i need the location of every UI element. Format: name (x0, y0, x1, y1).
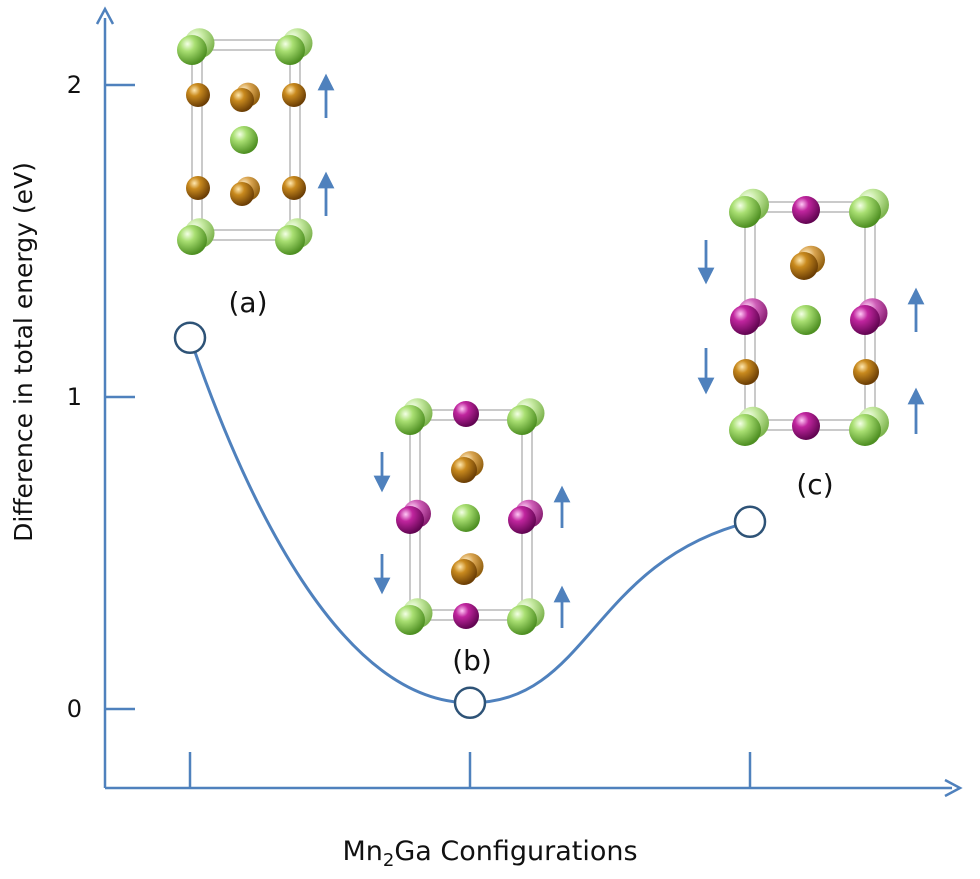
ga-atom-c-center (791, 305, 821, 335)
cell-frame-back (201, 39, 301, 231)
label-c: (c) (796, 468, 833, 501)
data-point-0 (173, 321, 207, 354)
ga-atom-c-corner-2 (729, 414, 761, 446)
mn-atom-a-1 (282, 83, 306, 107)
mn-atom-c-left (733, 359, 759, 385)
mn2-atom-b-right (508, 506, 536, 534)
mn2-atom-c-bottom (792, 412, 820, 440)
ga-atom-c-corner-0 (729, 196, 761, 228)
mn2-atom-c-right (850, 305, 880, 335)
y-tick-label-0: 0 (67, 695, 82, 723)
x-axis-label: Mn2Ga Configurations (342, 836, 637, 871)
mn-atom-b-lower (451, 559, 477, 585)
crystal-structures (177, 28, 925, 635)
ga-atom-a-corner-3 (275, 225, 305, 255)
x-axis-arrow (944, 778, 963, 798)
structure-a (177, 28, 335, 255)
label-b: (b) (452, 644, 492, 677)
ga-atom-a-corner-0 (177, 35, 207, 65)
mn-atom-a-mid-top (230, 88, 254, 112)
structure-b (373, 398, 571, 635)
data-point-2 (733, 505, 767, 539)
data-point-1 (453, 686, 487, 720)
data-points (173, 321, 767, 720)
mn2-atom-b-top (453, 401, 479, 427)
ga-atom-b-center (452, 504, 480, 532)
ga-atom-b-corner-3 (507, 605, 537, 635)
mn-atom-a-2 (186, 176, 210, 200)
axes (95, 6, 963, 798)
ga-atom-a-corner-2 (177, 225, 207, 255)
ga-atom-b-corner-2 (395, 605, 425, 635)
x-ticks (188, 752, 752, 788)
ga-atom-b-corner-0 (395, 405, 425, 435)
mn-atom-c-upper (790, 252, 818, 280)
ga-atom-a-center (230, 126, 258, 154)
y-axis-label: Difference in total energy (eV) (9, 162, 38, 542)
ga-atom-b-corner-1 (507, 405, 537, 435)
label-a: (a) (228, 286, 267, 319)
ga-atom-c-corner-1 (849, 196, 881, 228)
y-ticks: 0 1 2 (67, 71, 135, 723)
mn-atom-a-3 (282, 176, 306, 200)
ga-atom-a-corner-1 (275, 35, 305, 65)
y-tick-label-1: 1 (67, 383, 82, 411)
mn2-atom-c-left (730, 305, 760, 335)
mn-atom-b-upper (451, 457, 477, 483)
mn-atom-c-right (853, 359, 879, 385)
y-axis-arrow (95, 6, 115, 25)
mn-atom-a-0 (186, 83, 210, 107)
y-tick-label-2: 2 (67, 71, 82, 99)
mn2-atom-b-left (396, 506, 424, 534)
ga-atom-c-corner-3 (849, 414, 881, 446)
structure-c (697, 188, 925, 446)
mn-atom-a-mid-bottom (230, 182, 254, 206)
cell-frame-front (191, 49, 291, 241)
mn2-atom-b-bottom (453, 603, 479, 629)
mn2-atom-c-top (792, 196, 820, 224)
